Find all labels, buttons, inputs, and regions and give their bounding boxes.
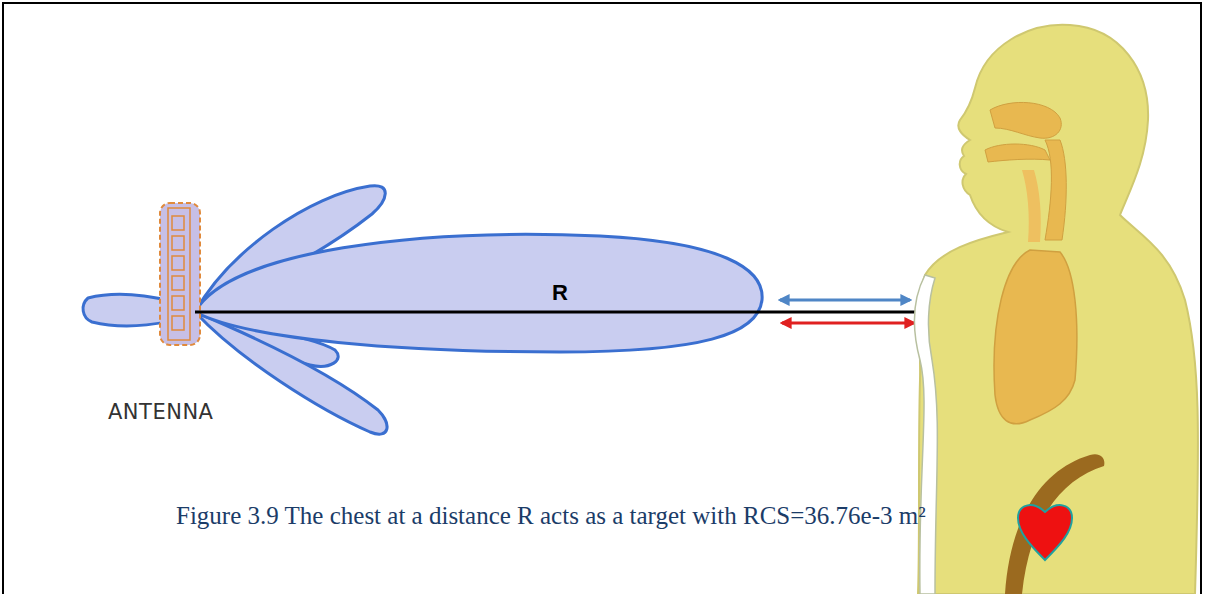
antenna-array — [160, 203, 200, 345]
figure-caption: Figure 3.9 The chest at a distance R act… — [176, 502, 926, 530]
frame — [3, 3, 1201, 594]
motion-arrow — [780, 299, 910, 302]
human-torso — [915, 25, 1198, 594]
antenna-label: ANTENNA — [108, 400, 213, 424]
distance-line — [195, 311, 916, 314]
motion-arrow — [782, 322, 914, 325]
distance-label: R — [552, 280, 568, 306]
radiation-pattern — [83, 186, 762, 434]
